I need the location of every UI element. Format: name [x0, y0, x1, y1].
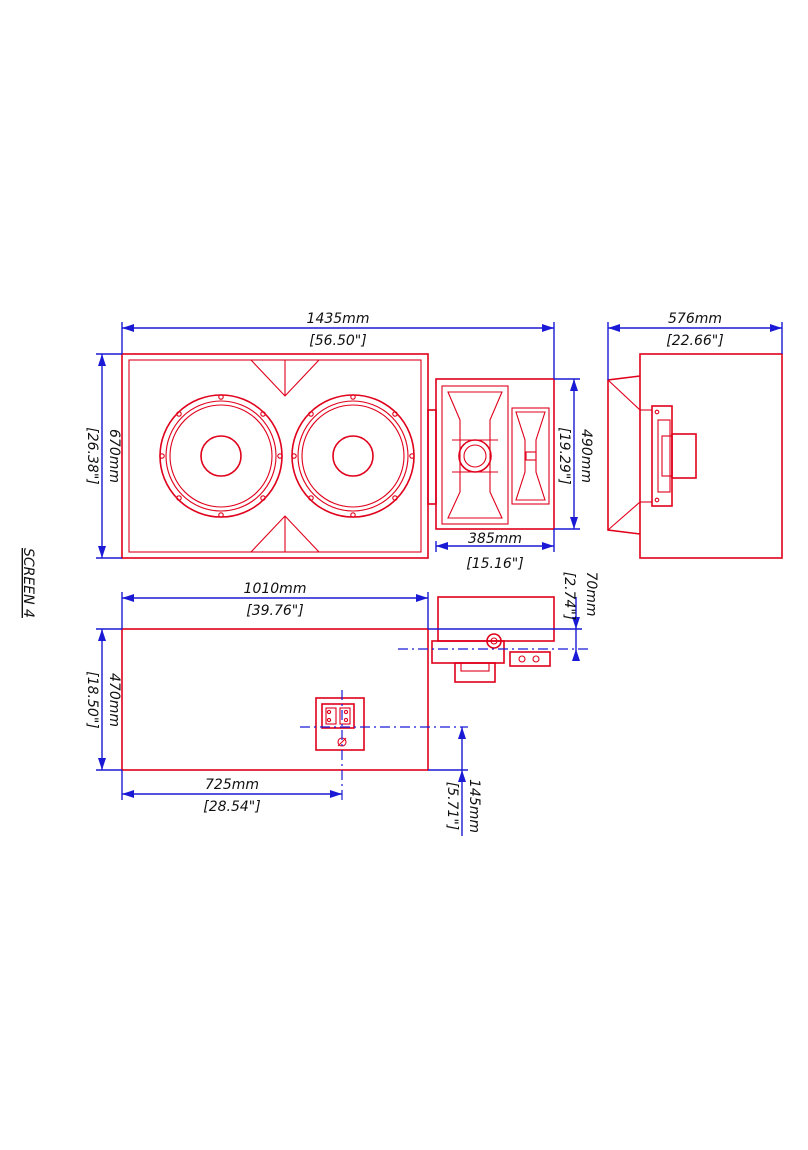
- center-lines: [300, 541, 588, 800]
- woofer-cabinet-front-view: [121, 353, 429, 559]
- top-width-mm: 1010mm: [244, 581, 307, 597]
- front-height-inch: [26.38"]: [84, 427, 100, 484]
- front-height-mm: 670mm: [106, 429, 122, 483]
- hf-module-front-view: [427, 378, 555, 530]
- hf-module-top-view: [431, 596, 555, 683]
- rear-offset-inch: [2.74"]: [561, 572, 577, 621]
- side-depth-mm: 576mm: [668, 311, 722, 327]
- rear-offset-mm: 70mm: [583, 571, 599, 616]
- front-width-inch: [56.50"]: [309, 333, 366, 349]
- hf-height-inch: [19.29"]: [556, 427, 572, 484]
- side-depth-inch: [22.66"]: [666, 333, 723, 349]
- panel-height-inch: [5.71"]: [444, 782, 460, 831]
- top-height-inch: [18.50"]: [84, 671, 100, 728]
- cabinet-top-view: [121, 628, 429, 771]
- hf-width-mm: 385mm: [468, 531, 522, 547]
- panel-height-mm: 145mm: [466, 779, 482, 833]
- left-woofer: [159, 394, 283, 518]
- panel-offset-inch: [28.54"]: [203, 799, 260, 815]
- panel-offset-mm: 725mm: [205, 777, 259, 793]
- top-width-inch: [39.76"]: [246, 603, 303, 619]
- cabinet-side-view: [607, 353, 783, 559]
- front-width-mm: 1435mm: [307, 311, 370, 327]
- right-woofer: [291, 394, 415, 518]
- dimension-lines: [96, 322, 783, 836]
- hf-width-inch: [15.16"]: [466, 556, 523, 572]
- top-height-mm: 470mm: [106, 673, 122, 727]
- hf-height-mm: 490mm: [578, 429, 594, 483]
- sheet-title: SCREEN 4: [20, 548, 36, 618]
